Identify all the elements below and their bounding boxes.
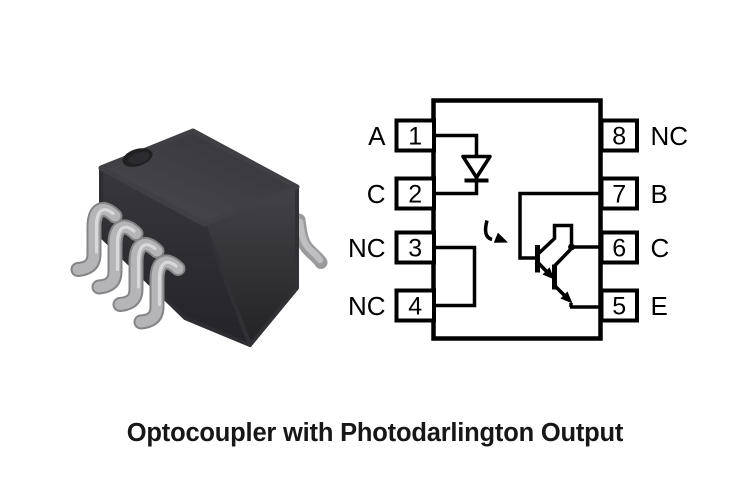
pin-3-box bbox=[394, 230, 436, 265]
chip-body bbox=[98, 128, 300, 347]
nc-loop-wire bbox=[434, 245, 477, 308]
pin-5-number: 5 bbox=[612, 293, 626, 321]
soic8-package-image bbox=[55, 128, 328, 347]
pin-6-label: C bbox=[651, 233, 670, 263]
q2-emitter-arrow bbox=[560, 291, 573, 304]
pin-4-number: 4 bbox=[408, 293, 422, 321]
pin-5-box bbox=[599, 288, 639, 323]
right-pin-boxes bbox=[599, 118, 639, 323]
pin-3-label: NC bbox=[350, 233, 386, 263]
collector-junction-dot bbox=[568, 243, 575, 251]
led-diode-symbol bbox=[461, 154, 492, 183]
base-wire bbox=[518, 191, 601, 260]
pin-8-box bbox=[599, 118, 639, 153]
pin-2-number: 2 bbox=[408, 181, 422, 209]
pin-diagram: 1 2 3 4 8 7 6 5 A C NC NC NC B C E bbox=[350, 98, 689, 341]
q2-emitter-wire bbox=[554, 285, 567, 298]
light-arrow-icon bbox=[483, 220, 508, 243]
pin-7-label: B bbox=[651, 179, 668, 209]
pin-8-number: 8 bbox=[612, 123, 626, 151]
pin1-dimple-inner bbox=[128, 151, 150, 165]
pin-2-label: C bbox=[367, 179, 386, 209]
pin-6-box bbox=[599, 230, 639, 265]
figure-caption: Optocoupler with Photodarlington Output bbox=[126, 419, 624, 447]
q2-collector-wire bbox=[553, 248, 572, 267]
ic-body-outline bbox=[431, 98, 603, 341]
pin-4-label: NC bbox=[350, 291, 386, 321]
chip-lead-right bbox=[292, 213, 328, 269]
q1-collector-wire bbox=[536, 223, 574, 256]
pin-4-box bbox=[394, 288, 436, 323]
pin-2-box bbox=[394, 176, 436, 211]
pin-8-label: NC bbox=[651, 121, 689, 151]
left-pin-boxes bbox=[394, 118, 436, 323]
pin-7-box bbox=[599, 176, 639, 211]
pin-3-number: 3 bbox=[408, 235, 422, 263]
pin-5-label: E bbox=[651, 291, 668, 321]
internal-wiring bbox=[434, 133, 601, 309]
pin-1-box bbox=[394, 118, 436, 153]
photodarlington-pair-symbol bbox=[535, 243, 575, 304]
pin-6-number: 6 bbox=[612, 235, 626, 263]
emitter-wire-pin5 bbox=[569, 303, 601, 309]
pin-1-number: 1 bbox=[408, 123, 422, 151]
pin-1-label: A bbox=[368, 121, 386, 151]
q1-emitter-arrow bbox=[542, 267, 555, 280]
pin-7-number: 7 bbox=[612, 181, 626, 209]
